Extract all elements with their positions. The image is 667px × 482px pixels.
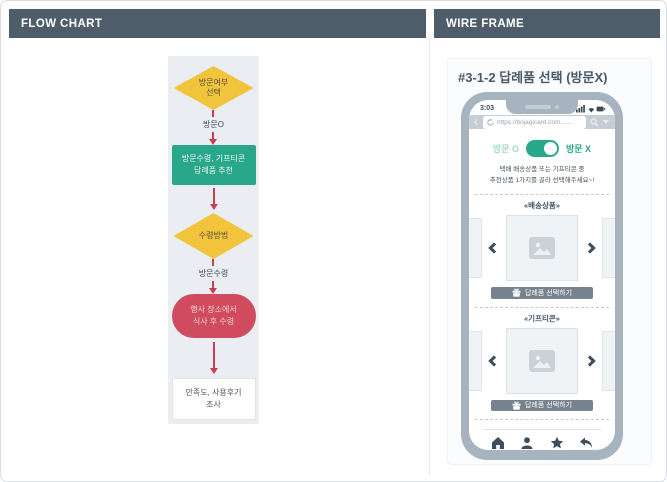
camera-icon: [555, 105, 559, 109]
home-icon: [492, 437, 504, 449]
arrowhead-icon: [209, 288, 218, 294]
speaker-icon: [525, 105, 551, 109]
gifticon-item-card[interactable]: [506, 327, 578, 394]
status-bar: 3:03: [469, 100, 615, 115]
toggle-knob: [543, 142, 557, 156]
visit-toggle-switch[interactable]: [525, 140, 559, 158]
image-placeholder-icon: [529, 237, 555, 260]
flow-edge-label-visit-receive: 방문수령: [198, 269, 229, 278]
arrowhead-icon: [209, 204, 218, 210]
status-icons: [576, 105, 606, 113]
flow-arrow-1: 방문O: [203, 110, 224, 145]
signal-icon: [576, 105, 585, 113]
select-gift-button-label: 답례품 선택하기: [524, 289, 573, 297]
carousel-next-button[interactable]: [584, 354, 596, 367]
share-nav-button[interactable]: [579, 436, 593, 450]
status-time: 3:03: [480, 105, 495, 112]
nav-separator: [483, 429, 601, 430]
flow-arrow-4: [209, 342, 218, 374]
gift-icon: [512, 288, 521, 297]
visit-toggle-row: 방문 O 방문 X: [469, 140, 615, 158]
wire-frame-header: WIRE FRAME: [434, 9, 660, 38]
back-chevron-icon[interactable]: [474, 119, 480, 125]
battery-icon: [596, 106, 606, 112]
carousel-prev-item: [469, 218, 482, 279]
select-gift-button-gifticon[interactable]: 답례품 선택하기: [491, 399, 593, 411]
delivery-carousel: [469, 215, 615, 282]
arrowhead-icon: [209, 368, 218, 374]
gift-icon: [512, 401, 521, 410]
wire-frame-header-label: WIRE FRAME: [446, 17, 525, 30]
phone-notch: [506, 100, 578, 114]
carousel-next-button[interactable]: [584, 242, 596, 254]
select-gift-button-label: 답례품 선택하기: [524, 402, 573, 410]
wireframe-title: #3-1-2 답례품 선택 (방문X): [458, 70, 608, 85]
delivery-item-card[interactable]: [506, 215, 578, 282]
image-placeholder-icon: [529, 349, 555, 372]
phone-mockup: 3:03 https://bojagicard.com...: [461, 92, 623, 460]
select-gift-button-delivery[interactable]: 답례품 선택하기: [491, 287, 593, 299]
flow-process-recommend: 방문수령, 기프티콘 답례품 추천: [171, 145, 256, 185]
flow-chart-panel: 방문여부 선택 방문O 방문수령, 기프티콘 답례품 추천 수령방법 방문수령 …: [168, 56, 259, 424]
browser-url-bar: https://bojagicard.com......: [469, 115, 615, 130]
flow-final-survey: 만족도, 사용후기 조사: [171, 378, 256, 420]
phone-screen: 3:03 https://bojagicard.com...: [469, 100, 615, 450]
carousel-prev-item: [469, 330, 482, 391]
reply-arrow-icon: [579, 437, 592, 449]
toggle-label-visit-x: 방문 X: [565, 144, 592, 155]
instruction-text: 택배 배송상품 또는 기프티콘 중 추천상품 1가지를 골라 선택해주세요~!: [489, 166, 595, 184]
toggle-label-visit-o: 방문 O: [492, 144, 519, 155]
section-header-delivery: «배송상품»: [524, 201, 560, 211]
favorites-nav-button[interactable]: [550, 436, 564, 450]
wifi-icon: [588, 108, 595, 113]
url-text: https://bojagicard.com......: [497, 118, 572, 126]
dashed-divider: [475, 194, 609, 196]
flow-result-receive-at-event: 행사 장소에서 식사 후 수령: [171, 294, 256, 338]
chevron-down-icon[interactable]: [603, 120, 609, 125]
dashed-divider: [475, 306, 609, 308]
carousel-next-item: [602, 330, 615, 391]
flow-arrow-3: 방문수령: [199, 259, 228, 294]
carousel-prev-button[interactable]: [488, 354, 500, 367]
flow-decision-receive-method: 수령방법: [173, 213, 254, 259]
flow-edge-label-visit-o: 방문O: [203, 120, 224, 129]
carousel-next-item: [602, 218, 615, 279]
profile-nav-button[interactable]: [520, 436, 534, 450]
dashed-divider: [475, 419, 609, 420]
flow-chart-header: FLOW CHART: [9, 9, 426, 38]
arrowhead-icon: [209, 139, 218, 145]
panel-divider: [429, 38, 430, 475]
flow-chart-header-label: FLOW CHART: [21, 17, 103, 30]
wireframe-card: #3-1-2 답례품 선택 (방문X) 3:03: [447, 58, 652, 465]
gifticon-carousel: [469, 327, 615, 394]
home-nav-button[interactable]: [491, 436, 505, 450]
carousel-prev-button[interactable]: [488, 242, 500, 254]
refresh-icon: [487, 118, 494, 126]
flow-arrow-2: [209, 188, 218, 210]
flow-decision-visit: 방문여부 선택: [173, 66, 254, 110]
url-input[interactable]: https://bojagicard.com......: [483, 115, 586, 129]
profile-icon: [521, 437, 533, 449]
bottom-nav-bar: [469, 430, 615, 450]
section-header-gifticon: «기프티콘»: [524, 313, 560, 323]
star-icon: [550, 436, 563, 449]
search-icon[interactable]: [590, 117, 599, 127]
